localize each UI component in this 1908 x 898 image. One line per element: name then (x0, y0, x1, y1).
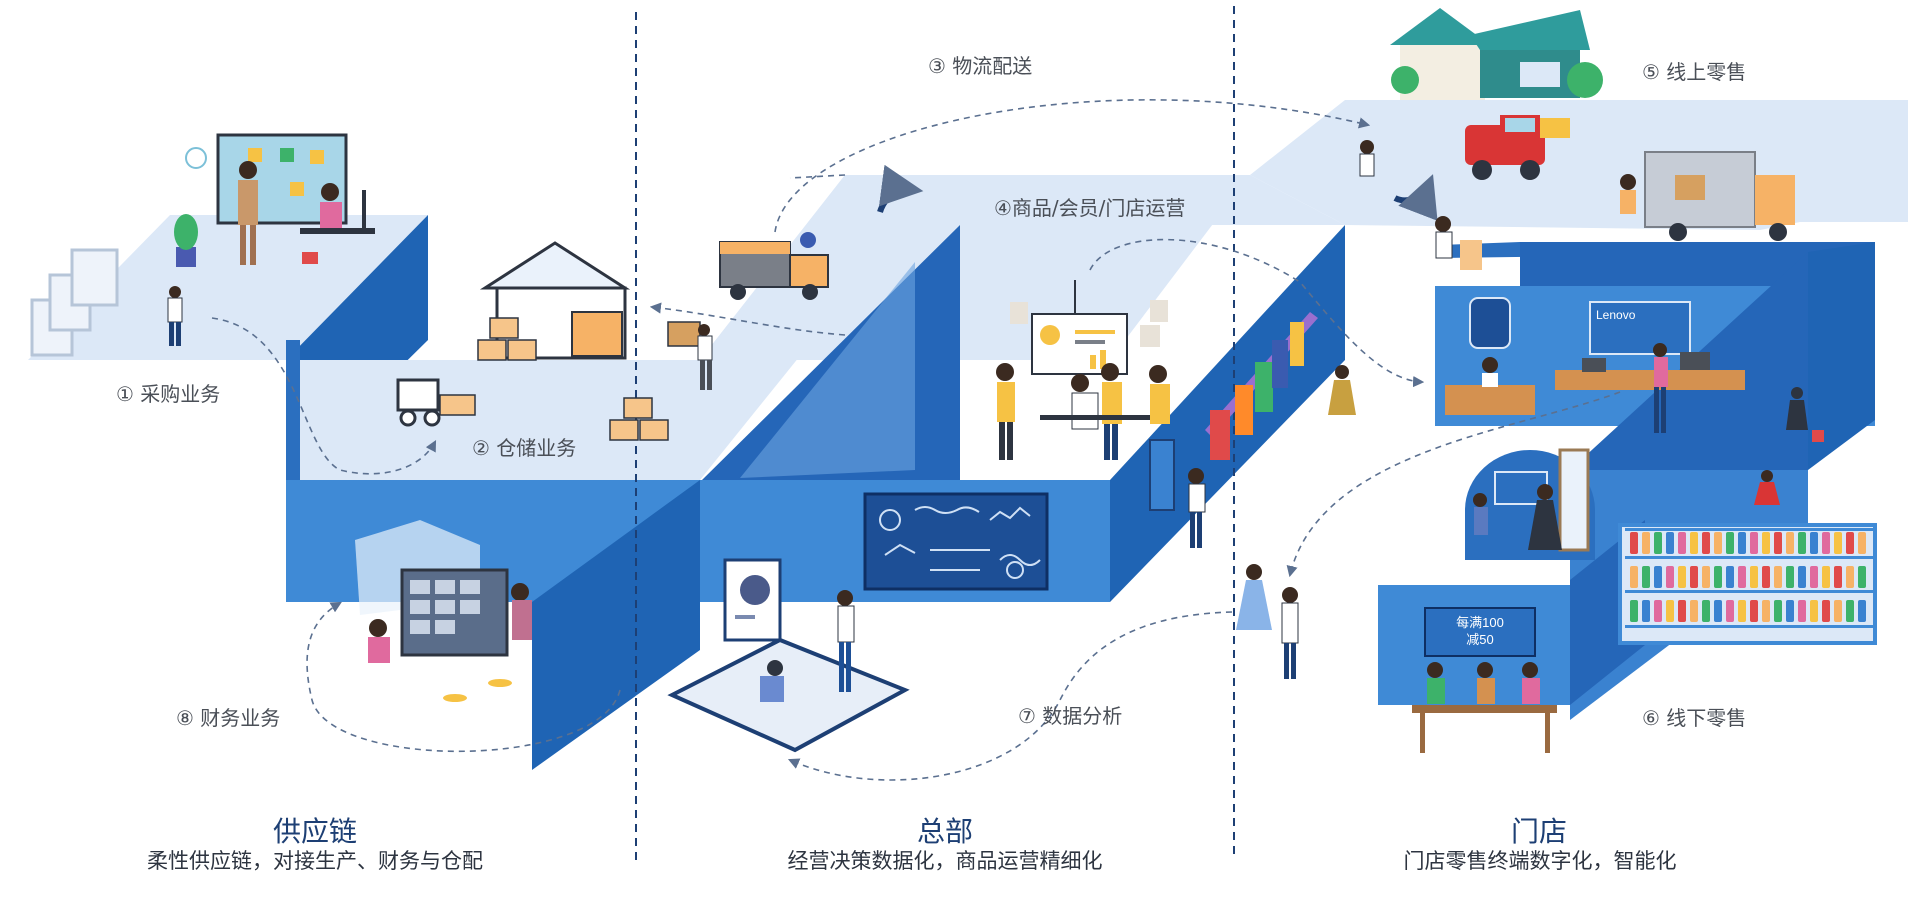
mannequin-icon (1754, 387, 1824, 505)
step-online-retail: ⑤ 线上零售 (1642, 60, 1747, 84)
promo-line-2: 减50 (1466, 632, 1494, 647)
warehouse-icon (477, 241, 631, 361)
step-offline-retail: ⑥ 线下零售 (1642, 706, 1747, 730)
section-subtitle-supply-chain: 柔性供应链，对接生产、财务与仓配 (147, 849, 483, 873)
electronics-display-icon (1555, 301, 1745, 433)
products-icon (1630, 532, 1866, 622)
step-warehouse: ② 仓储业务 (472, 436, 577, 460)
finance-calculator-icon (355, 520, 532, 702)
team-icon (996, 363, 1170, 460)
forklift-icon (396, 378, 476, 427)
step-finance: ⑧ 财务业务 (176, 706, 281, 730)
analysis-platform-icon (667, 558, 910, 753)
step-data-analysis: ⑦ 数据分析 (1018, 704, 1123, 728)
shopper-icon (1188, 365, 1356, 679)
pickup-truck-icon (1465, 115, 1570, 180)
store-promo-sign: 每满100 减50 (1430, 614, 1530, 648)
shelf-icon (1625, 528, 1873, 628)
curved-arrow-icon (877, 164, 924, 214)
hq-block (700, 175, 1345, 602)
clothes-display-icon (1149, 312, 1318, 511)
section-title-supply-chain: 供应链 (272, 815, 357, 848)
section-title-store: 门店 (1510, 815, 1567, 848)
house-icon (1390, 8, 1603, 100)
store-lower-block (1378, 520, 1877, 705)
flow-arrows (211, 99, 1621, 781)
curved-arrow-icon (1393, 174, 1438, 221)
screen-brand-label: Lenovo (1596, 308, 1636, 322)
step-logistics: ③ 物流配送 (928, 54, 1033, 78)
courier-icon (667, 321, 713, 390)
fitting-room-icon (1465, 448, 1595, 560)
step-procurement: ① 采购业务 (116, 382, 221, 406)
cafe-table-icon (1412, 662, 1557, 753)
promo-line-1: 每满100 (1456, 615, 1504, 630)
section-title-hq: 总部 (916, 815, 973, 848)
dashboard-screen-icon (879, 506, 1041, 579)
checkout-counter-icon (1445, 297, 1535, 415)
truck-icon (719, 232, 829, 300)
section-subtitle-hq: 经营决策数据化，商品运营精细化 (787, 849, 1103, 873)
boxes-icon (609, 397, 669, 441)
supply-chain-block (28, 215, 700, 770)
section-subtitle-store: 门店零售终端数字化，智能化 (1403, 849, 1677, 873)
clothes-rack-icon (30, 248, 119, 357)
plant-icon (174, 214, 198, 267)
delivery-van-icon (1359, 140, 1795, 270)
bag-icon (302, 252, 318, 264)
step-operations: ④商品/会员/门店运营 (994, 196, 1186, 220)
person-icon (167, 161, 375, 346)
